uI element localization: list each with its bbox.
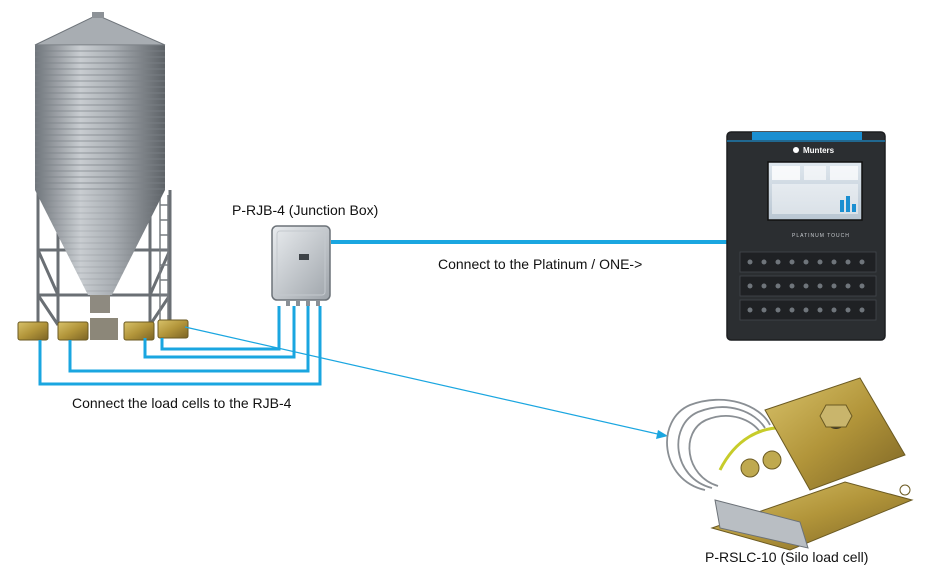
callout-arrow bbox=[184, 326, 668, 439]
junction-box-label: P-RJB-4 (Junction Box) bbox=[232, 202, 379, 218]
controller-panel-text: PLATINUM TOUCH bbox=[792, 233, 850, 239]
platinum-connection-label: Connect to the Platinum / ONE-> bbox=[438, 256, 643, 272]
load-cells-connection-label: Connect the load cells to the RJB-4 bbox=[72, 395, 292, 411]
load-cell-cables bbox=[38, 306, 322, 386]
silo-image bbox=[17, 12, 189, 341]
silo-load-cell-label: P-RSLC-10 (Silo load cell) bbox=[705, 549, 869, 565]
silo-leg-load-cells bbox=[17, 319, 189, 341]
controller-brand: Munters bbox=[803, 146, 835, 155]
junction-box-image bbox=[271, 225, 331, 306]
silo-load-cell-image bbox=[666, 377, 914, 551]
controller-image: Munters PLATINUM TOUCH bbox=[726, 131, 886, 341]
